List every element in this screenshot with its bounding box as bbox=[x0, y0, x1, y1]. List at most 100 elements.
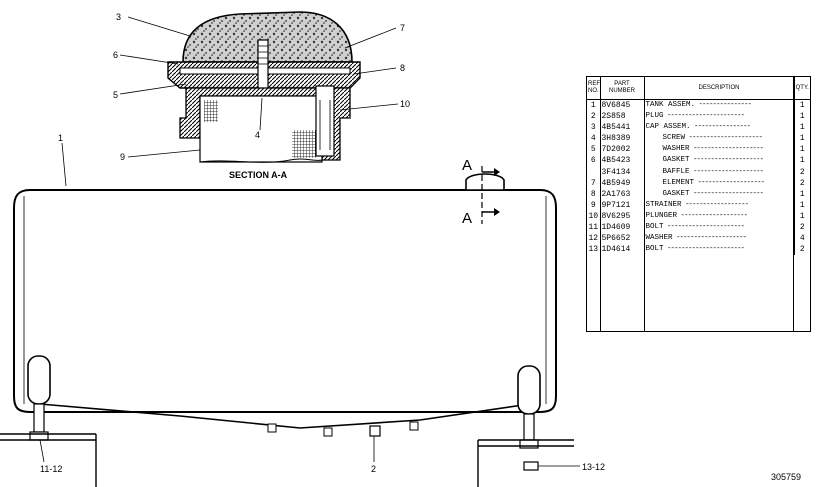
qty-cell: 4 bbox=[799, 234, 805, 244]
left-mount bbox=[27, 355, 51, 441]
description-cell: PLUG ---------------------- bbox=[644, 111, 795, 123]
part-number-cell: 9P7121 bbox=[600, 199, 645, 211]
qty-cell: 1 bbox=[799, 112, 805, 122]
callout-7: 7 bbox=[400, 23, 405, 33]
drain-plug bbox=[369, 425, 381, 437]
callout-9: 9 bbox=[120, 152, 125, 162]
description-cell: GASKET -------------------- bbox=[644, 188, 795, 200]
description-cell: WASHER -------------------- bbox=[644, 233, 795, 245]
description-cell: BOLT ---------------------- bbox=[644, 222, 795, 234]
part-number-cell: 3F4134 bbox=[600, 166, 645, 178]
qty-cell: 2 bbox=[799, 167, 805, 177]
description-cell: ELEMENT ------------------- bbox=[644, 177, 795, 189]
ref-no-cell: 12 bbox=[587, 233, 601, 245]
ref-no-cell: 6 bbox=[587, 155, 601, 167]
qty-cell: 1 bbox=[799, 145, 805, 155]
tank-body bbox=[13, 189, 557, 413]
part-number-cell: 7D2002 bbox=[600, 144, 645, 156]
tank-assembly: A A 1 2 11-12 13-12 bbox=[0, 133, 605, 487]
description-cell: PLUNGER ------------------- bbox=[644, 210, 795, 223]
description-cell: BOLT ---------------------- bbox=[644, 244, 795, 256]
ref-no-cell: 3 bbox=[587, 122, 601, 134]
qty-cell: 1 bbox=[799, 211, 805, 221]
part-number-cell: 4B5423 bbox=[600, 155, 645, 167]
section-marker-bottom: A bbox=[462, 210, 472, 227]
section-title: SECTION A-A bbox=[229, 170, 288, 180]
part-number-cell: 5P6652 bbox=[600, 233, 645, 245]
callout-6: 6 bbox=[113, 50, 118, 60]
part-number-cell: 2S858 bbox=[600, 111, 645, 123]
ref-no-cell: 8 bbox=[587, 188, 601, 200]
qty-cell: 1 bbox=[799, 134, 805, 144]
tank-filler-cap bbox=[465, 173, 505, 191]
callout-11-12: 11-12 bbox=[40, 464, 62, 474]
callout-2: 2 bbox=[371, 464, 376, 474]
part-number-cell: 4B5949 bbox=[600, 177, 645, 189]
qty-cell: 2 bbox=[799, 245, 805, 255]
header-part-number: PART NUMBER bbox=[600, 77, 645, 100]
ref-no-cell bbox=[587, 166, 601, 178]
figure-number: 305759 bbox=[771, 472, 801, 482]
ref-no-cell: 4 bbox=[587, 133, 601, 145]
part-number-cell: 3H8389 bbox=[600, 133, 645, 145]
part-number-cell: 4B5441 bbox=[600, 122, 645, 134]
ref-no-cell: 2 bbox=[587, 111, 601, 123]
qty-cell: 1 bbox=[799, 189, 805, 199]
qty-cell: 1 bbox=[799, 123, 805, 133]
section-marker-top: A bbox=[462, 157, 472, 174]
description-cell: GASKET -------------------- bbox=[644, 155, 795, 167]
table-header-row: REF. NO. PART NUMBER DESCRIPTION QTY. bbox=[587, 77, 810, 100]
plunger bbox=[315, 85, 335, 157]
section-a-a-view: 3 6 5 4 9 7 8 10 SECTION A-A bbox=[113, 11, 410, 180]
ref-no-cell: 10 bbox=[587, 210, 601, 223]
description-cell: CAP ASSEM. ---------------- bbox=[644, 122, 795, 134]
ref-no-cell: 13 bbox=[587, 244, 601, 256]
callout-13-12: 13-12 bbox=[582, 462, 605, 472]
callout-3: 3 bbox=[116, 12, 121, 22]
ref-no-cell: 1 bbox=[587, 99, 601, 112]
part-number-cell: 2A1763 bbox=[600, 188, 645, 200]
callout-8: 8 bbox=[400, 63, 405, 73]
callout-10: 10 bbox=[400, 99, 410, 109]
header-ref-no: REF. NO. bbox=[587, 77, 601, 100]
qty-cell: 1 bbox=[799, 101, 805, 110]
header-description: DESCRIPTION bbox=[644, 77, 795, 100]
qty-cell: 2 bbox=[799, 223, 805, 233]
description-cell: SCREW --------------------- bbox=[644, 133, 795, 145]
description-cell: BAFFLE -------------------- bbox=[644, 166, 795, 178]
part-number-cell: 8V6295 bbox=[600, 210, 645, 223]
description-cell: STRAINER ------------------ bbox=[644, 199, 795, 211]
description-cell: TANK ASSEM. --------------- bbox=[644, 99, 795, 112]
qty-cell: 1 bbox=[799, 200, 805, 210]
qty-cell: 1 bbox=[799, 156, 805, 166]
callout-5: 5 bbox=[113, 90, 118, 100]
cap-element bbox=[182, 11, 353, 63]
ref-no-cell: 5 bbox=[587, 144, 601, 156]
right-mount bbox=[517, 365, 541, 449]
part-number-cell: 1D4614 bbox=[600, 244, 645, 256]
ref-no-cell: 9 bbox=[587, 199, 601, 211]
ref-no-cell: 11 bbox=[587, 222, 601, 234]
right-frame-bracket bbox=[477, 439, 574, 487]
callout-1: 1 bbox=[58, 133, 63, 143]
mount-bolt bbox=[523, 461, 539, 471]
header-qty: QTY. bbox=[794, 77, 810, 100]
tank-bottom bbox=[39, 403, 531, 429]
qty-cell: 2 bbox=[799, 178, 805, 188]
